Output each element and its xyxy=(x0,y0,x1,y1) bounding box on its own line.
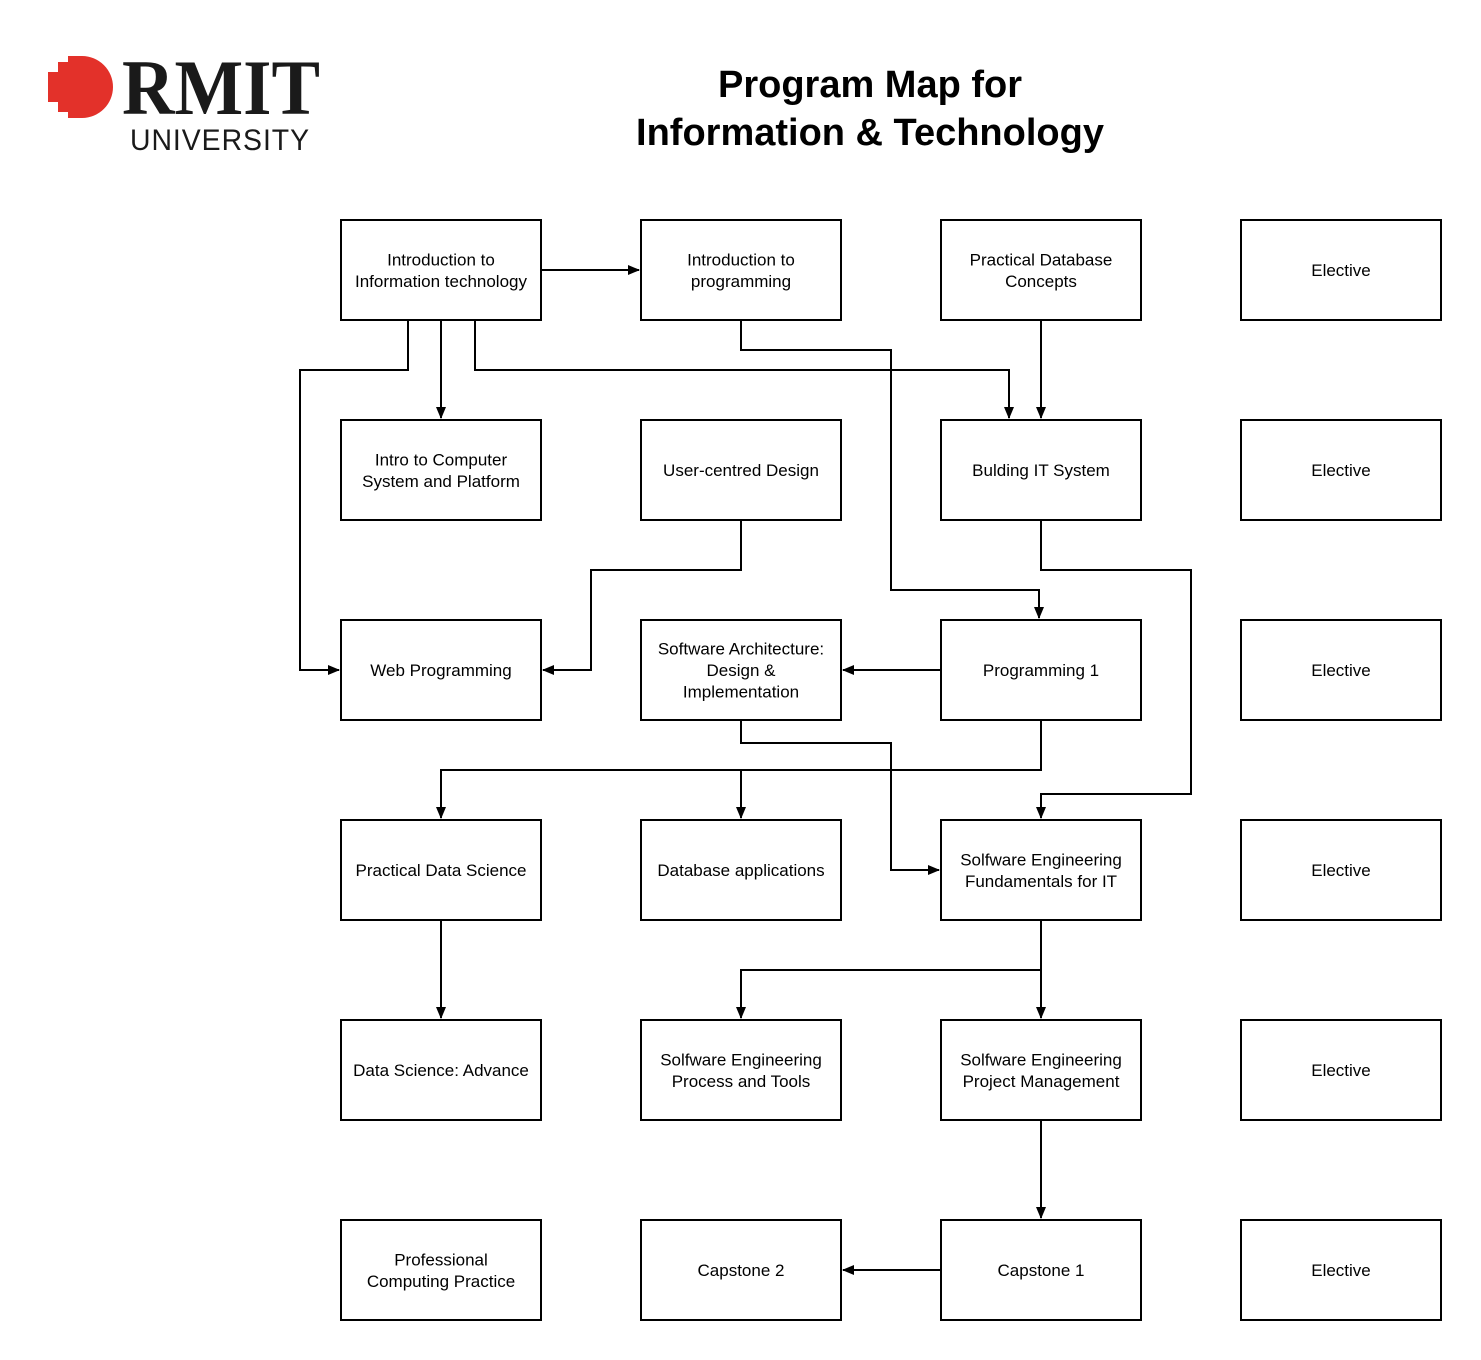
edge-building-it-to-se-fund xyxy=(1036,520,1192,819)
edge-intro-it-to-building-it xyxy=(474,320,1014,419)
edge-intro-it-to-web-prog xyxy=(299,320,409,675)
course-box xyxy=(940,1219,1142,1321)
logo-subtitle: UNIVERSITY xyxy=(130,124,310,157)
course-label-line: Project Management xyxy=(963,1072,1120,1091)
course-box xyxy=(1240,1219,1442,1321)
course-box xyxy=(940,419,1142,521)
edge-sw-arch-to-se-fund xyxy=(740,720,940,875)
course-box xyxy=(340,619,542,721)
course-label-line: Elective xyxy=(1311,661,1371,680)
course-label-line: Elective xyxy=(1311,261,1371,280)
course-label-line: Solfware Engineering xyxy=(660,1050,822,1069)
course-node-elective-1: Elective xyxy=(1240,219,1442,321)
course-box xyxy=(340,819,542,921)
course-label-line: Data Science: Advance xyxy=(353,1061,529,1080)
course-label-line: Concepts xyxy=(1005,272,1077,291)
course-box xyxy=(640,619,842,721)
course-label-line: Bulding IT System xyxy=(972,461,1110,480)
course-box xyxy=(340,1219,542,1321)
course-label-line: Web Programming xyxy=(370,661,511,680)
course-label-line: Intro to Computer xyxy=(375,450,508,469)
course-box xyxy=(1240,819,1442,921)
edges-layer xyxy=(299,265,1192,1275)
course-label-line: Software Architecture: xyxy=(658,640,824,659)
rmit-pixel-logo-icon xyxy=(48,56,113,118)
course-label-line: Elective xyxy=(1311,1261,1371,1280)
course-node-building-it: Bulding IT System xyxy=(940,419,1142,521)
course-label-line: Solfware Engineering xyxy=(960,850,1122,869)
course-label-line: Elective xyxy=(1311,1061,1371,1080)
course-box xyxy=(1240,1019,1442,1121)
page-title: Program Map for Information & Technology xyxy=(636,64,1104,154)
course-box xyxy=(340,419,542,521)
course-label-line: Introduction to xyxy=(687,250,795,269)
course-label-line: Practical Database xyxy=(970,250,1113,269)
course-box xyxy=(1240,419,1442,521)
course-node-intro-prog: Introduction to programming xyxy=(640,219,842,321)
logo-wordmark: RMIT xyxy=(122,44,320,131)
course-label-line: Professional xyxy=(394,1250,488,1269)
rmit-logo: RMIT UNIVERSITY xyxy=(48,44,320,157)
course-box xyxy=(940,219,1142,321)
edge-user-centred-to-web-prog xyxy=(542,520,742,675)
course-node-capstone-2: Capstone 2 xyxy=(640,1219,842,1321)
course-box xyxy=(940,819,1142,921)
course-label-line: Solfware Engineering xyxy=(960,1050,1122,1069)
course-label-line: Implementation xyxy=(683,683,799,702)
course-label-line: Programming 1 xyxy=(983,661,1099,680)
course-node-elective-2: Elective xyxy=(1240,419,1442,521)
course-label-line: Fundamentals for IT xyxy=(965,872,1117,891)
course-node-intro-it: Introduction to Information technology xyxy=(340,219,542,321)
course-box xyxy=(640,1019,842,1121)
course-label-line: Introduction to xyxy=(387,250,495,269)
course-node-elective-4: Elective xyxy=(1240,819,1442,921)
course-label-line: Elective xyxy=(1311,861,1371,880)
course-box xyxy=(940,619,1142,721)
course-node-web-prog: Web Programming xyxy=(340,619,542,721)
edge-se-fund-to-se-process xyxy=(736,920,1042,1019)
course-box xyxy=(940,1019,1142,1121)
course-node-elective-3: Elective xyxy=(1240,619,1442,721)
course-label-line: Capstone 1 xyxy=(998,1261,1085,1280)
course-node-ds-advance: Data Science: Advance xyxy=(340,1019,542,1121)
course-node-capstone-1: Capstone 1 xyxy=(940,1219,1142,1321)
course-node-elective-6: Elective xyxy=(1240,1219,1442,1321)
title-line-2: Information & Technology xyxy=(636,112,1104,154)
title-line-1: Program Map for xyxy=(718,64,1022,106)
course-label-line: Practical Data Science xyxy=(355,861,526,880)
course-box xyxy=(340,219,542,321)
course-label-line: User-centred Design xyxy=(663,461,819,480)
course-label-line: Computing Practice xyxy=(367,1272,515,1291)
course-node-prog-1: Programming 1 xyxy=(940,619,1142,721)
course-box xyxy=(1240,219,1442,321)
course-box xyxy=(640,419,842,521)
course-node-db-apps: Database applications xyxy=(640,819,842,921)
course-label-line: System and Platform xyxy=(362,472,520,491)
course-box xyxy=(1240,619,1442,721)
course-node-user-centred: User-centred Design xyxy=(640,419,842,521)
course-box xyxy=(640,819,842,921)
course-label-line: Capstone 2 xyxy=(698,1261,785,1280)
course-box xyxy=(640,219,842,321)
course-label-line: Database applications xyxy=(657,861,824,880)
course-node-practical-ds: Practical Data Science xyxy=(340,819,542,921)
course-label-line: Process and Tools xyxy=(672,1072,811,1091)
edge-intro-prog-to-prog-1 xyxy=(740,320,1044,619)
course-node-elective-5: Elective xyxy=(1240,1019,1442,1121)
course-box xyxy=(340,1019,542,1121)
course-label-line: Elective xyxy=(1311,461,1371,480)
course-label-line: Design & xyxy=(707,661,777,680)
course-label-line: Information technology xyxy=(355,272,527,291)
course-label-line: programming xyxy=(691,272,791,291)
course-box xyxy=(640,1219,842,1321)
course-node-sw-arch: Software Architecture: Design & Implementa… xyxy=(640,619,842,721)
